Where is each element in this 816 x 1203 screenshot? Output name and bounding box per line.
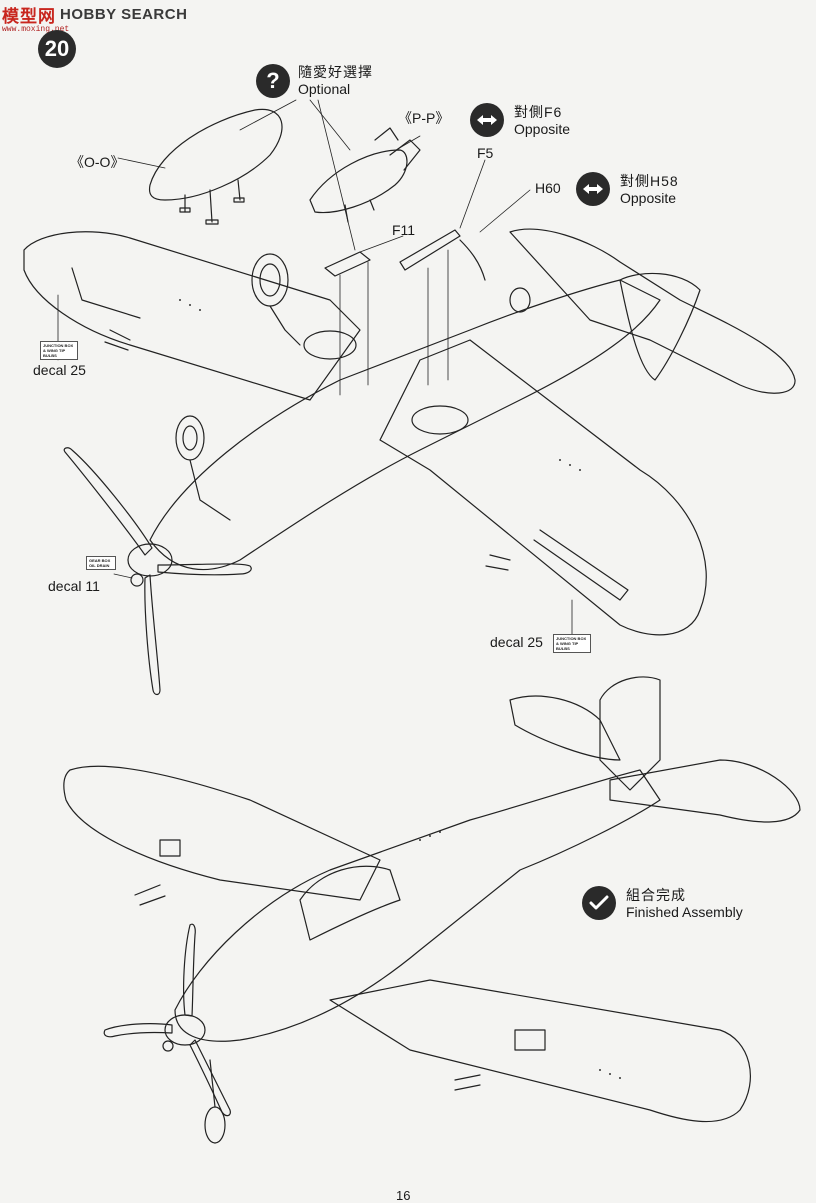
decal-11-label: decal 11 [48,578,100,594]
opposite-f6-en: Opposite [514,121,571,137]
watermark: 模型网 HOBBY SEARCH [2,2,187,26]
optional-label-cn: 隨愛好選擇 [298,64,373,80]
stencil-decal-gear-box: GEAR BOX OIL DRAIN [86,556,116,570]
watermark-url: www.moxing.net [2,25,70,34]
checkmark-icon [582,886,616,920]
part-label-f5: F5 [477,145,494,161]
rivet-dots [179,299,621,1079]
part-label-pp: 《P-P》 [398,110,450,126]
opposite-h58-en: Opposite [620,190,677,206]
stencil-decal-wing-left: JUNCTION BOX & WING TIP BULBS [40,341,78,360]
part-label-h60: H60 [535,180,561,196]
optional-label-en: Optional [298,81,351,97]
aircraft-finished-drawing [63,676,801,1144]
double-arrow-icon [576,172,610,206]
part-label-oo: 《O-O》 [70,154,125,170]
finished-assembly-label: 組合完成 Finished Assembly [626,887,743,921]
opposite-h58-cn: 對側H58 [620,173,679,189]
part-f11-drawing [324,251,371,277]
watermark-text: HOBBY SEARCH [60,5,188,23]
part-f5-drawing [399,229,461,271]
page-number: 16 [396,1188,411,1203]
stencil-decal-wing-right: JUNCTION BOX & WING TIP BULBS [553,634,591,653]
finished-assembly-cn: 組合完成 [626,887,686,903]
part-label-f11: F11 [392,222,416,238]
double-arrow-icon [470,103,504,137]
question-mark-icon: ? [256,64,290,98]
opposite-h58-label: 對側H58 Opposite [620,173,679,207]
step-number-badge: 20 [38,30,76,68]
opposite-f6-label: 對側F6 Opposite [514,104,570,138]
decal-25-left-label: decal 25 [33,362,86,378]
drop-tank-oo-drawing [148,108,283,225]
part-h60-drawing [459,239,486,281]
aircraft-underside-drawing [23,228,796,696]
watermark-logo: 模型网 [2,6,56,26]
opposite-f6-cn: 對側F6 [514,104,563,120]
finished-assembly-en: Finished Assembly [626,904,743,920]
optional-label: 隨愛好選擇 Optional [298,64,373,98]
bomb-pp-drawing [309,127,421,223]
decal-25-right-label: decal 25 [490,634,543,650]
